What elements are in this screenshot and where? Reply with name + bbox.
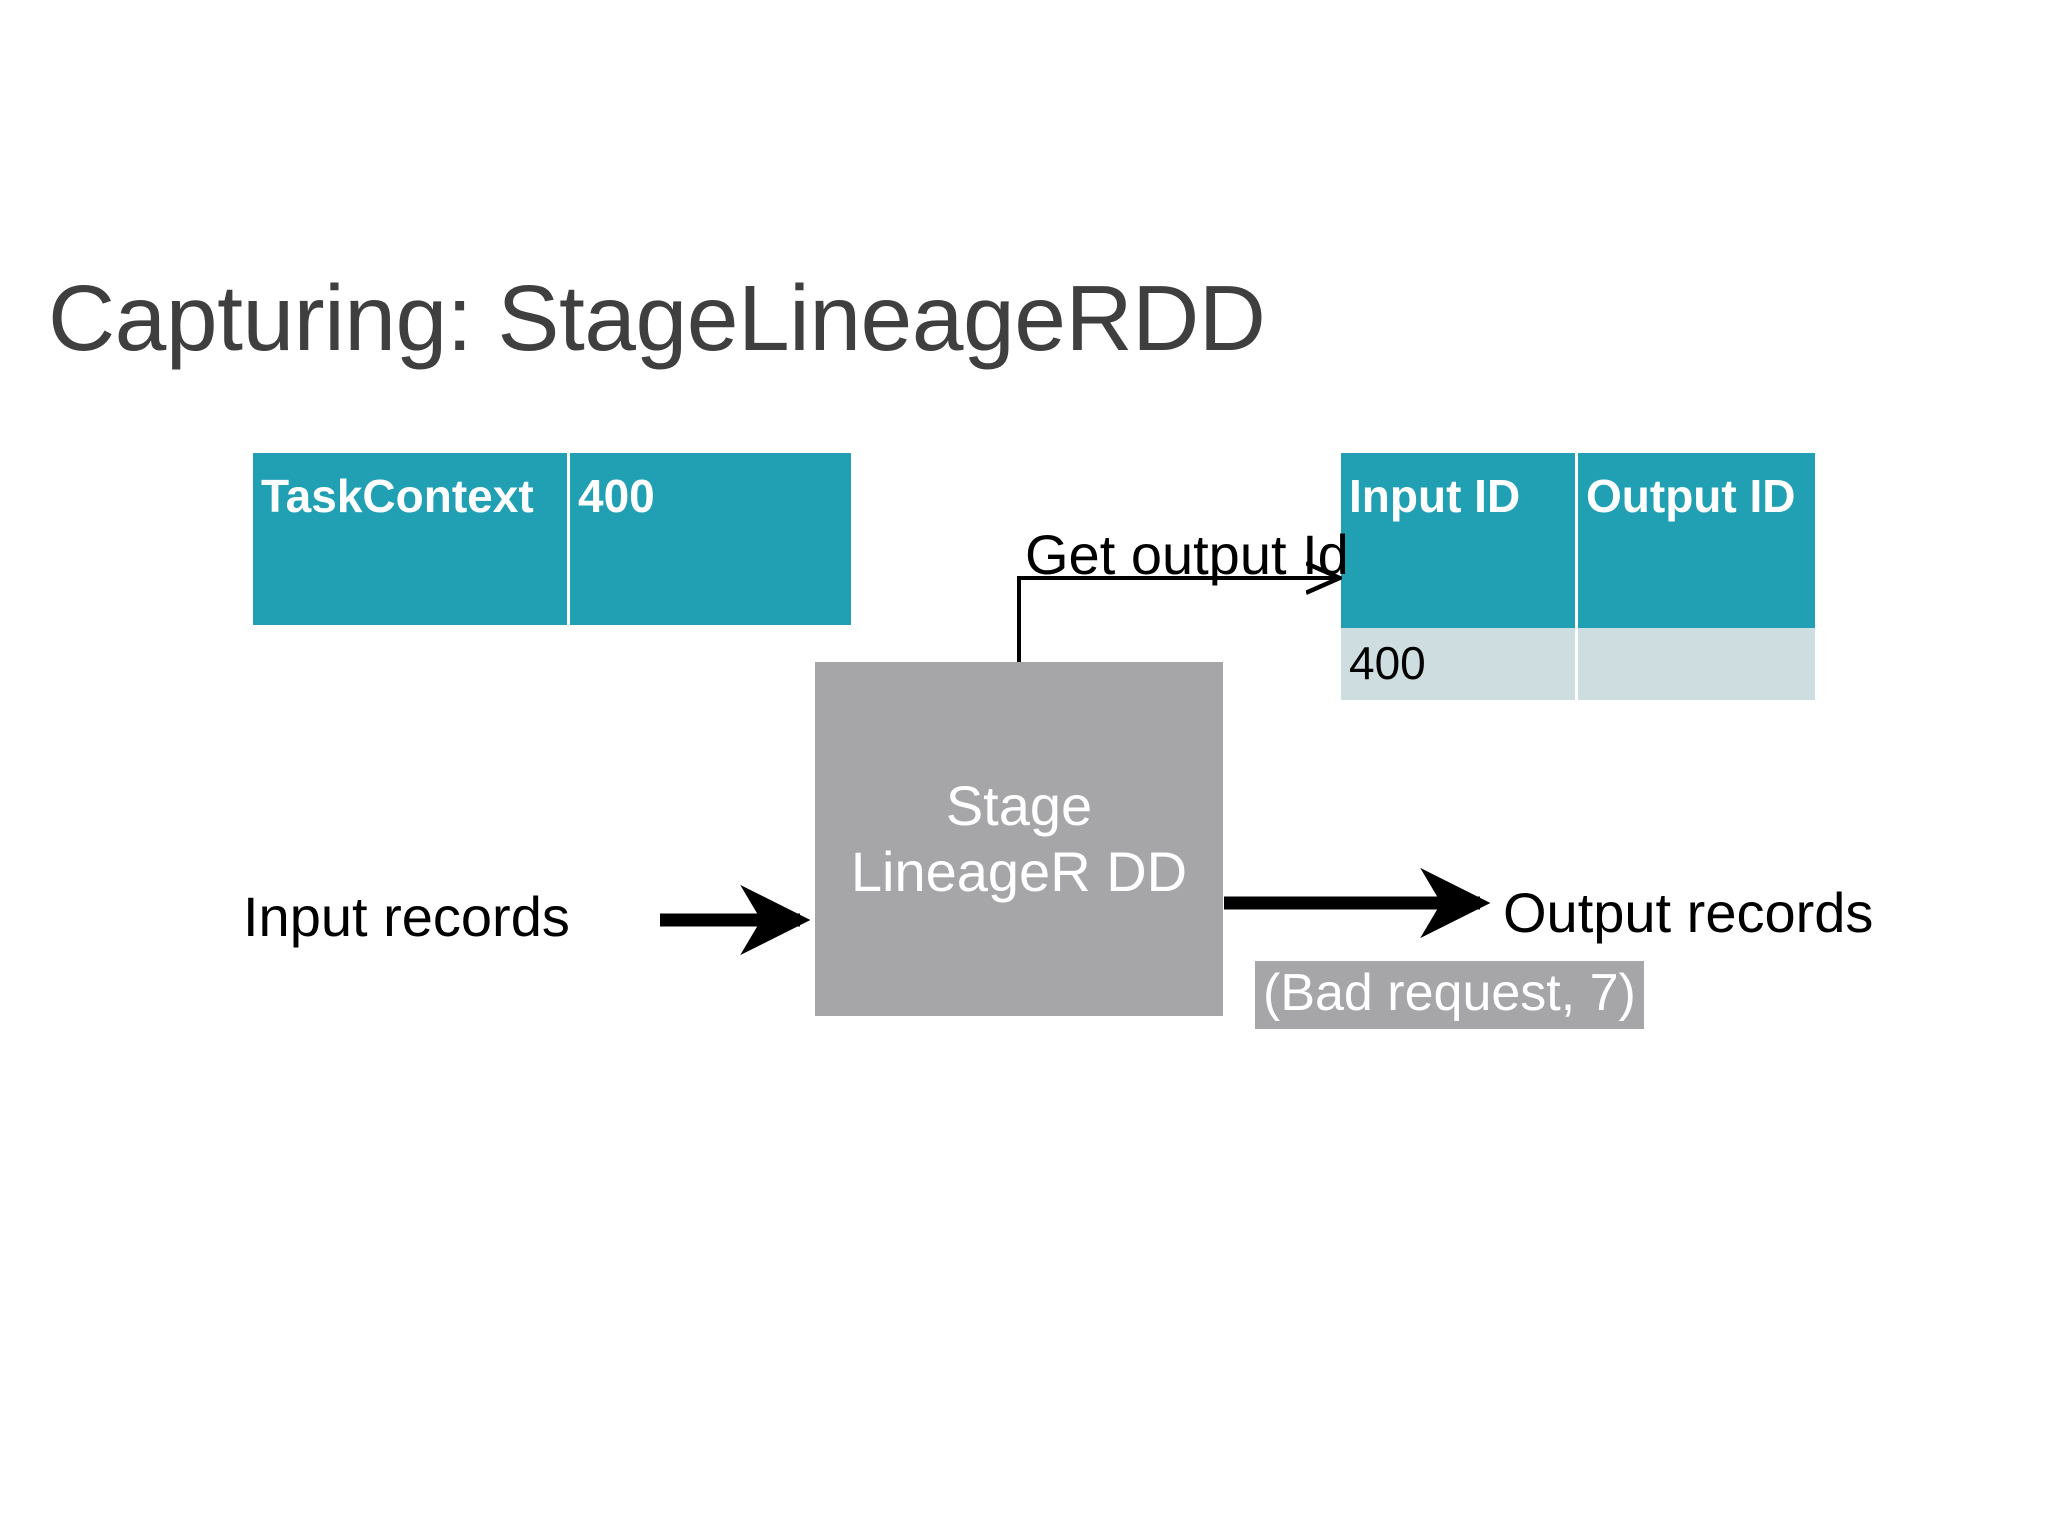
table-row: TaskContext 400 <box>253 453 851 625</box>
task-context-table: TaskContext 400 <box>253 453 851 625</box>
page-title: Capturing: StageLineageRDD <box>48 266 1266 370</box>
get-output-id-arrow <box>1017 578 1338 662</box>
bad-request-badge: (Bad request, 7) <box>1255 961 1644 1029</box>
input-records-label: Input records <box>243 885 570 948</box>
stage-lineage-rdd-label: Stage LineageR DD <box>850 773 1188 903</box>
table-row: 400 <box>1341 628 1815 700</box>
output-records-label: Output records <box>1503 881 1874 944</box>
taskcontext-key-cell: TaskContext <box>253 453 570 625</box>
lineage-table: Input ID Output ID 400 <box>1341 453 1815 700</box>
stage-lineage-rdd-box: Stage LineageR DD <box>815 662 1223 1016</box>
table-header-row: Input ID Output ID <box>1341 453 1815 628</box>
cell-input-id-value: 400 <box>1341 628 1578 700</box>
get-output-id-label: Get output Id <box>1025 523 1349 586</box>
column-header-output-id: Output ID <box>1578 453 1815 628</box>
column-header-input-id: Input ID <box>1341 453 1578 628</box>
cell-output-id-value <box>1578 628 1815 700</box>
taskcontext-value-cell: 400 <box>570 453 851 625</box>
